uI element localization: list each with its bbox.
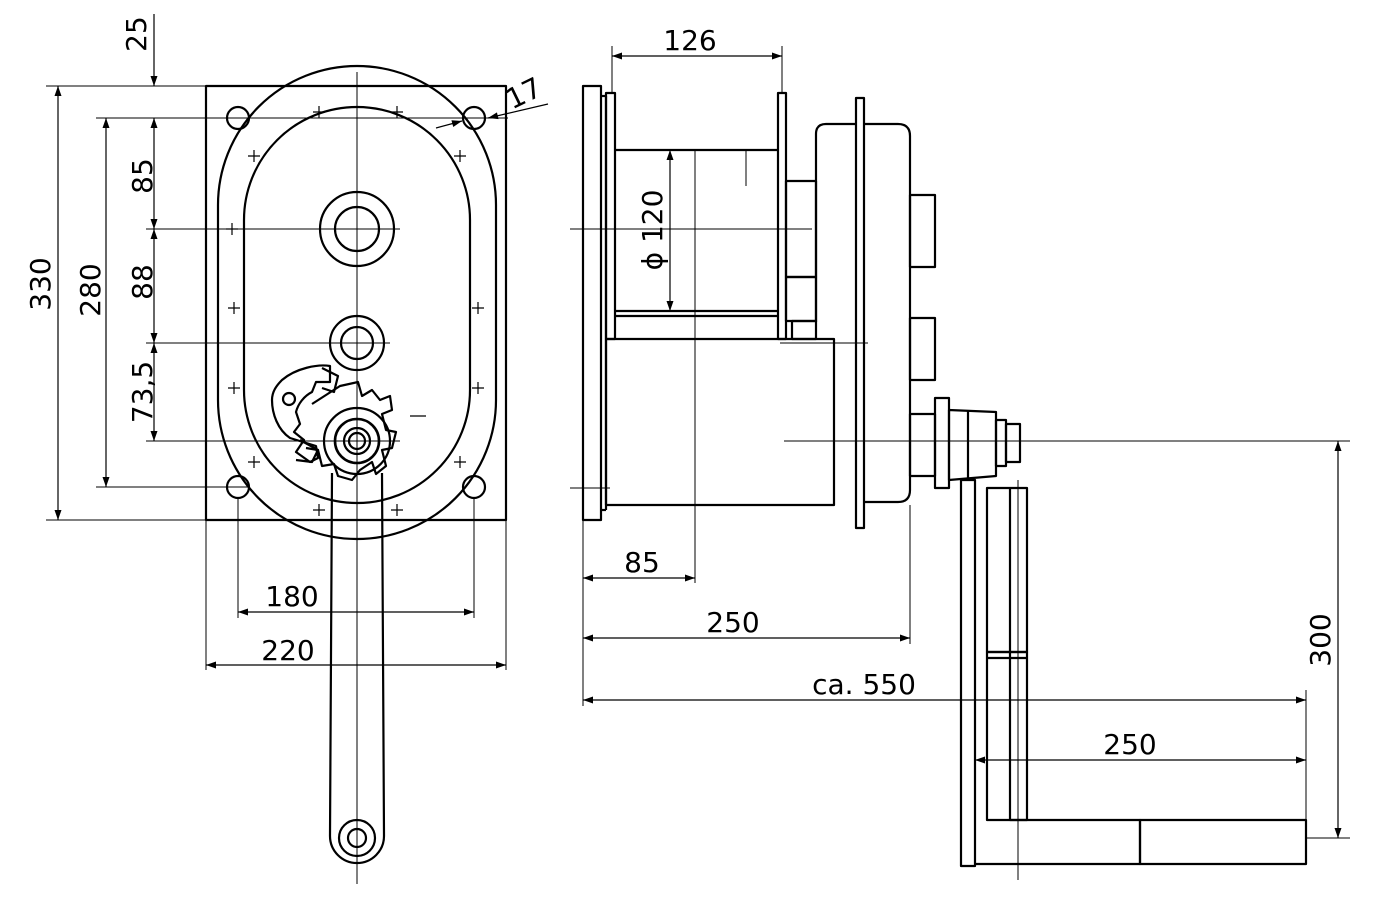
dim-overall-width: 220 xyxy=(261,634,314,667)
dimension-labels: 25 17 85 88 73,5 330 280 180 220 126 ϕ 1… xyxy=(24,16,1337,761)
side-mounting-plate xyxy=(581,84,603,522)
front-housing-inner xyxy=(242,105,472,505)
side-gear-cover xyxy=(864,122,912,504)
side-gear-box xyxy=(604,337,836,507)
side-view xyxy=(570,46,1350,880)
dim-drum-offset: 85 xyxy=(126,158,159,194)
front-view xyxy=(46,14,549,884)
drum-flange-right xyxy=(776,91,788,341)
drum-flange-left xyxy=(604,91,617,341)
front-housing-outer xyxy=(216,64,498,541)
dim-drum-diameter: ϕ 120 xyxy=(636,190,669,271)
front-base-plate xyxy=(204,84,508,522)
ratchet-mechanism xyxy=(270,364,398,482)
dim-drum-width: 126 xyxy=(663,24,716,57)
side-crank-arm xyxy=(959,478,977,868)
dim-hole-spacing-vertical: 280 xyxy=(74,263,107,316)
dim-top-offset: 25 xyxy=(120,16,153,52)
dim-overall-length: ca. 550 xyxy=(812,668,916,701)
dim-hole-spacing-horizontal: 180 xyxy=(265,580,318,613)
side-cover-flange xyxy=(854,96,866,530)
dim-depth-to-gear: 250 xyxy=(706,606,759,639)
side-crank-grip xyxy=(1138,818,1308,866)
dim-crank-radius: 300 xyxy=(1304,613,1337,666)
dim-overall-height: 330 xyxy=(24,257,57,310)
dim-crank-offset: 73,5 xyxy=(126,361,159,423)
dim-shaft-spacing: 88 xyxy=(126,264,159,300)
dim-crank-arm: 250 xyxy=(1103,728,1156,761)
dim-housing-depth: 85 xyxy=(624,546,660,579)
dim-hole-diameter: 17 xyxy=(501,71,547,116)
